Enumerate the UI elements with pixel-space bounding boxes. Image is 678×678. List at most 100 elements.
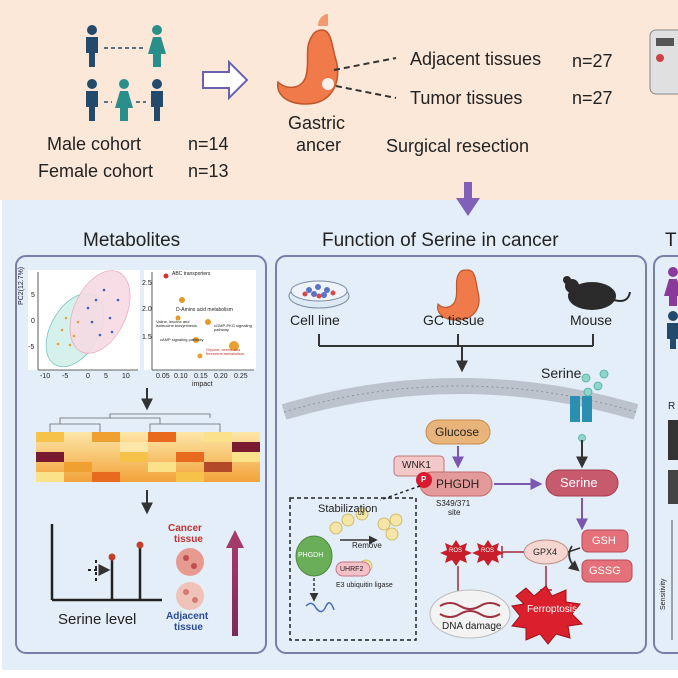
female-n: n=13 — [188, 161, 229, 181]
pca-ytick-1: 5 — [31, 292, 35, 299]
path-label-5: Glycine, serine and threonine metabolism — [206, 347, 245, 356]
cancer-tissue-label-2: tissue — [174, 534, 203, 545]
adjacent-tissue-label-1: Adjacent — [166, 611, 209, 622]
mouse-label: Mouse — [570, 312, 613, 328]
serine-top-label: Serine — [541, 365, 582, 381]
phospho-label: P — [421, 475, 427, 484]
ubiquitin-chain — [329, 507, 403, 573]
path-label-3: cGMP-PKG signaling pathway — [214, 323, 252, 332]
top-section-bg — [0, 0, 678, 200]
scan-image-1 — [668, 420, 678, 460]
pca-xtick-4: 5 — [104, 373, 108, 380]
right-r-fragment: R — [668, 401, 676, 412]
right-people-icons — [664, 267, 678, 349]
serine-molecules — [578, 369, 609, 442]
path-ytick-2: 2.0 — [142, 306, 152, 313]
stomach-icon — [277, 14, 339, 105]
pathway-legend: ABC transporters — [172, 271, 211, 277]
serine-node-label: Serine — [560, 475, 598, 490]
glucose-label: Glucose — [435, 425, 480, 439]
pca-ytick-2: 0 — [31, 318, 35, 325]
ros-label-2: ROS — [481, 548, 495, 554]
people-connectors — [104, 47, 146, 103]
gc-tissue-icon — [437, 269, 480, 321]
serine-node — [545, 469, 619, 497]
path-label-2: Valine, leucine and isoleucine biosynthe… — [156, 319, 197, 328]
serine-level-label: Serine level — [58, 611, 137, 628]
cohort-to-stomach-arrow — [202, 59, 249, 101]
phgdh-protein-icon — [295, 535, 333, 577]
site-label-1: S349/371 — [436, 499, 471, 508]
sensitivity-label: Sensitivity — [660, 578, 667, 610]
gastric-label-2: ancer — [296, 135, 342, 155]
path-label-1: D-Amino acid metabolism — [176, 307, 233, 313]
tissue-leader-lines — [333, 57, 397, 99]
zoom-line — [379, 485, 421, 501]
pca-xtick-5: 10 — [122, 373, 130, 380]
path-xtick-3: 0.15 — [194, 373, 208, 380]
gpx4-gsh-link — [567, 547, 581, 553]
dna-damage-icon — [429, 589, 511, 639]
function-title: Function of Serine in cancer — [322, 230, 559, 251]
adjacent-tissues-label: Adjacent tissues — [410, 49, 542, 69]
path-xtick-5: 0.25 — [234, 373, 248, 380]
tissue-spheres — [176, 548, 204, 610]
instrument-icon — [649, 29, 678, 95]
gastric-label-1: Gastric — [288, 113, 346, 133]
glucose-node — [425, 419, 491, 445]
right-title-fragment: T — [665, 230, 677, 251]
pca-ylabel: PC2(12.7%) — [18, 266, 25, 305]
path-ytick-3: 1.5 — [142, 334, 152, 341]
metabolites-title: Metabolites — [83, 230, 181, 251]
gpx4-label: GPX4 — [533, 547, 558, 557]
gsh-cycle-arrow — [567, 545, 580, 572]
stabilization-box — [289, 497, 417, 641]
female-cohort-label: Female cohort — [38, 161, 154, 181]
metabolites-panel — [15, 255, 267, 654]
adjacent-n: n=27 — [572, 51, 613, 71]
path-xlabel: impact — [192, 381, 213, 388]
serine-level-plot — [50, 524, 162, 602]
ub-label: Ub — [358, 511, 365, 517]
petri-dish-icon — [288, 280, 350, 309]
uhrf2-label: UHRF2 — [340, 566, 364, 573]
gssg-label: GSSG — [589, 565, 621, 577]
phgdh-label: PHGDH — [436, 477, 480, 491]
gsh-label: GSH — [592, 535, 616, 547]
pca-xtick-3: 0 — [86, 373, 90, 380]
remove-label: Remove — [352, 541, 382, 550]
phospho-marker — [416, 472, 432, 488]
phgdh-protein-label: PHGDH — [298, 552, 324, 559]
mouse-icon — [563, 276, 631, 310]
pathway-plot — [144, 270, 256, 371]
increase-arrow — [226, 530, 244, 636]
surgical-resection-label: Surgical resection — [386, 136, 530, 156]
site-label-2: site — [448, 508, 461, 517]
right-panel — [653, 255, 678, 654]
female-people-icons — [115, 25, 166, 121]
male-people-icons — [86, 25, 163, 121]
path-xtick-2: 0.10 — [174, 373, 188, 380]
scan-image-2 — [668, 470, 678, 504]
cancer-tissue-label-1: Cancer — [168, 523, 202, 534]
gc-tissue-label: GC tissue — [423, 312, 485, 328]
tumor-tissues-label: Tumor tissues — [410, 88, 523, 108]
adjacent-tissue-label-2: tissue — [174, 622, 203, 633]
function-panel — [275, 255, 647, 654]
serine-transporter — [570, 396, 592, 422]
male-cohort-label: Male cohort — [47, 134, 142, 154]
section-down-arrow — [456, 182, 480, 216]
ferroptosis-label: Ferroptosis — [527, 604, 578, 615]
pca-xtick-2: -5 — [62, 373, 69, 380]
pca-xtick-1: -10 — [40, 373, 51, 380]
ros-stars — [440, 540, 504, 566]
tumor-n: n=27 — [572, 88, 613, 108]
models-bracket — [318, 334, 594, 373]
path-label-4: cAMP signaling pathway — [160, 337, 204, 342]
path-xtick-4: 0.20 — [214, 373, 228, 380]
wnk1-label: WNK1 — [402, 460, 431, 471]
cell-line-label: Cell line — [290, 312, 340, 328]
male-n: n=14 — [188, 134, 229, 154]
